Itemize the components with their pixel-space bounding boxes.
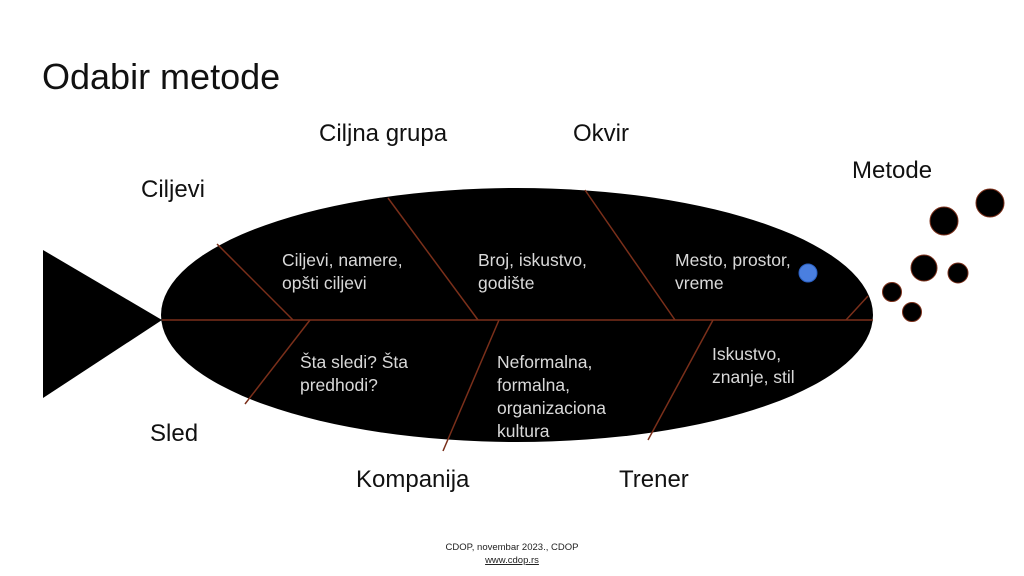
detail-line: opšti ciljevi: [282, 273, 367, 293]
bubble: [947, 262, 969, 284]
bone-ciljevi: [216, 243, 294, 321]
slide-title: Odabir metode: [42, 56, 281, 97]
bubbles: [882, 188, 1005, 322]
bone-sled: [244, 319, 311, 405]
detail-ciljna-grupa: Broj, iskustvo, godište: [478, 249, 587, 295]
detail-line: kultura: [497, 421, 550, 441]
detail-sled: Šta sledi? Šta predhodi?: [300, 351, 408, 397]
fish-bones: [162, 189, 873, 452]
bubble: [902, 302, 922, 322]
detail-line: Neformalna,: [497, 352, 593, 372]
bubble: [882, 282, 902, 302]
detail-trener: Iskustvo, znanje, stil: [712, 343, 795, 389]
category-sled: Sled: [150, 420, 199, 447]
bubble: [929, 206, 959, 236]
detail-line: godište: [478, 273, 535, 293]
bone-trener: [647, 319, 714, 441]
detail-ciljevi: Ciljevi, namere, opšti ciljevi: [282, 249, 403, 295]
category-metode: Metode: [852, 157, 933, 184]
detail-line: znanje, stil: [712, 367, 795, 387]
category-ciljevi: Ciljevi: [141, 176, 206, 203]
footer-credit: CDOP, novembar 2023., CDOP: [445, 542, 579, 553]
category-okvir: Okvir: [573, 120, 629, 147]
detail-line: Šta sledi? Šta: [300, 352, 408, 372]
bubble: [975, 188, 1005, 218]
detail-okvir: Mesto, prostor, vreme: [675, 249, 791, 295]
detail-line: Ciljevi, namere,: [282, 250, 403, 270]
detail-line: organizaciona: [497, 398, 606, 418]
detail-kompanija: Neformalna, formalna, organizaciona kult…: [497, 351, 606, 443]
category-trener: Trener: [619, 466, 689, 493]
slide-footer: CDOP, novembar 2023., CDOP www.cdop.rs: [0, 541, 1024, 567]
detail-line: predhodi?: [300, 375, 378, 395]
fish-eye: [798, 263, 818, 283]
category-kompanija: Kompanija: [356, 466, 470, 493]
bone-kompanija: [442, 319, 500, 452]
bubble: [910, 254, 938, 282]
detail-line: Mesto, prostor,: [675, 250, 791, 270]
detail-line: vreme: [675, 273, 724, 293]
detail-line: Broj, iskustvo,: [478, 250, 587, 270]
category-ciljna-grupa: Ciljna grupa: [319, 120, 448, 147]
bone-okvir: [584, 189, 676, 321]
detail-line: Iskustvo,: [712, 344, 782, 364]
detail-line: formalna,: [497, 375, 570, 395]
bone-head: [845, 295, 869, 321]
footer-link[interactable]: www.cdop.rs: [485, 555, 539, 566]
fish-tail: [43, 250, 162, 398]
fish-body: [161, 188, 873, 442]
bone-ciljna-grupa: [387, 197, 479, 321]
